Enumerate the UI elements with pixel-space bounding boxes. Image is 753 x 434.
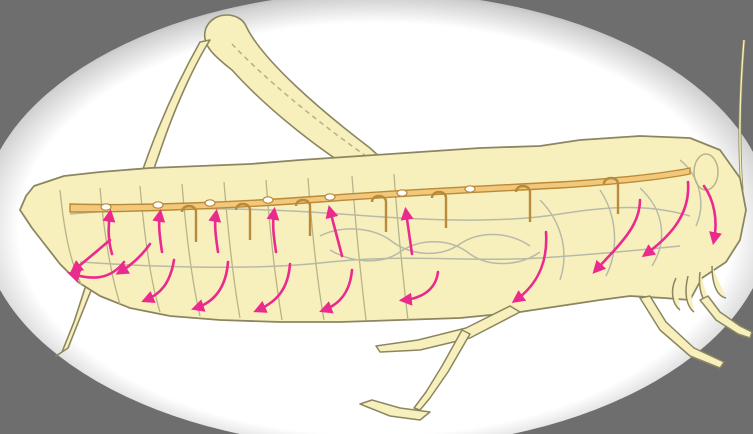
ostium-4 [263, 197, 273, 203]
ostium-5 [325, 194, 335, 200]
ostium-6 [397, 190, 407, 196]
ostium-3 [205, 200, 215, 206]
ostium-2 [153, 202, 163, 208]
ostium-1 [101, 204, 111, 210]
ostium-7 [465, 186, 475, 192]
